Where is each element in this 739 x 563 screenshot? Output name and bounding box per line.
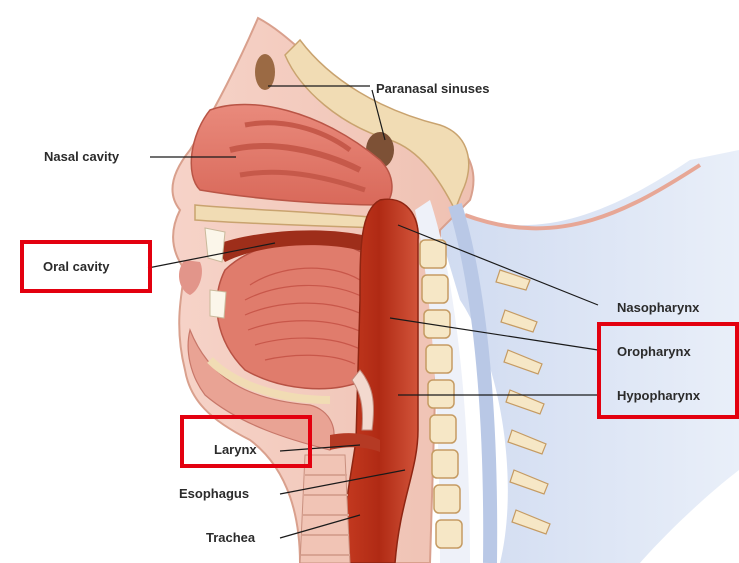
label-trachea: Trachea: [206, 530, 255, 546]
highlight-box-oropharynx-hypopharynx: [597, 322, 739, 419]
label-nasopharynx: Nasopharynx: [617, 300, 699, 316]
highlight-box-oral-cavity: [20, 240, 152, 293]
lower-teeth: [210, 290, 226, 318]
label-esophagus: Esophagus: [179, 486, 249, 502]
frontal-sinus: [255, 54, 275, 90]
tongue: [217, 240, 380, 388]
label-paranasal-sinuses: Paranasal sinuses: [376, 81, 489, 97]
trachea-shape: [300, 455, 350, 563]
upper-teeth: [205, 228, 225, 262]
highlight-box-larynx: [180, 415, 312, 468]
label-nasal-cavity: Nasal cavity: [44, 149, 119, 165]
